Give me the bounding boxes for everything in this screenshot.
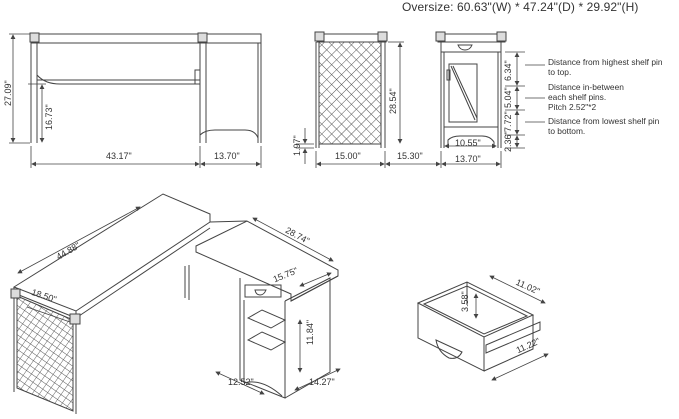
front-side-width-label: 13.70" [214,151,240,161]
bottom-dist-label: 2.36" [503,131,513,152]
pitch-dist-label: 5.04" [503,87,513,108]
front-inner-height-label: 16.73" [44,104,54,130]
drawer-depth-label: 10.55" [455,138,481,148]
side-view-dimensions [296,41,442,168]
front-view-dimensions [9,33,262,168]
panel-width-label: 15.00" [335,151,361,161]
front-view-drawing [29,32,262,143]
front-width-label: 43.17" [106,151,132,161]
top-dist-label: 6.34" [503,60,513,81]
shelf-height-label: 11.84" [305,319,315,345]
cab-depth-label: 14.27" [309,377,335,387]
oversize-title: Oversize: 60.63"(W) * 47.24"(D) * 29.92"… [402,0,639,14]
iso-desk-dimensions [17,206,341,395]
drawer-dimensions [473,275,549,381]
foot-height-label: 1.97" [292,135,302,156]
drawer-height-label: 3.58" [460,291,470,312]
side-height-label: 28.54" [388,88,398,114]
lower-dist-label: 7.72" [503,111,513,132]
cabinet-view-dimensions [441,51,545,168]
gap-width-label: 15.30" [397,151,423,161]
cabinet-view-drawing [435,31,507,148]
cab-width-label: 12.52" [228,377,254,387]
cabinet-width-label: 13.70" [455,154,481,164]
side-view-drawing [314,31,388,148]
front-height-label: 27.09" [3,80,13,106]
drawer-drawing [416,281,541,372]
